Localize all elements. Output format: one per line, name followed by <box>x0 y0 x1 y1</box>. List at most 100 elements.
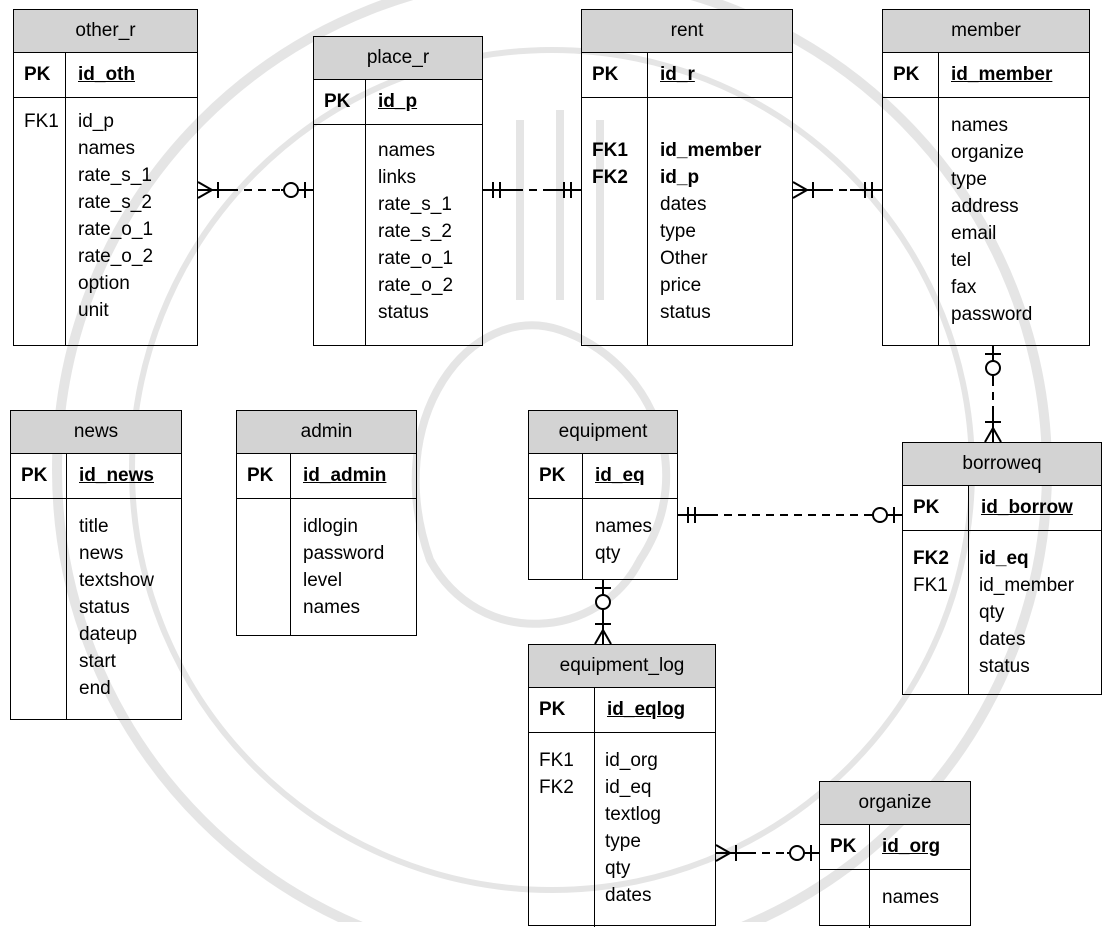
entity-title: admin <box>237 411 416 454</box>
field: names <box>303 597 361 618</box>
field: names <box>951 115 1009 136</box>
primary-key-row: PK id_eq <box>529 454 677 499</box>
field: status <box>79 597 130 618</box>
field: option <box>78 273 130 294</box>
relationship-place_r-rent <box>483 182 581 198</box>
pk-field: id_r <box>660 64 695 85</box>
field-list: id_org id_eq textlog type qty dates <box>595 733 661 927</box>
field: qty <box>979 602 1005 623</box>
field: rate_s_2 <box>378 221 452 242</box>
entity-title: equipment_log <box>529 645 715 688</box>
field: organize <box>951 142 1024 163</box>
field: type <box>660 221 696 242</box>
relationship-rent-member <box>792 181 882 199</box>
pk-label: PK <box>237 454 291 498</box>
field: rate_s_1 <box>378 194 452 215</box>
entity-other_r: other_r PK id_oth FK1 id_p names rate_s_… <box>13 9 198 346</box>
field: dates <box>605 885 652 906</box>
key-column <box>237 499 291 635</box>
field: rate_o_2 <box>78 246 154 267</box>
primary-key-row: PK id_member <box>883 53 1089 98</box>
pk-label: PK <box>529 688 595 732</box>
relationship-equipment-borroweq <box>678 507 902 523</box>
field-list: title news textshow status dateup start … <box>67 499 154 719</box>
field: status <box>660 302 711 323</box>
entity-rent: rent PK id_r FK1 FK2 id_member id_p date… <box>581 9 793 346</box>
pk-field: id_eqlog <box>607 699 686 720</box>
entity-member: member PK id_member names organize type … <box>882 9 1090 346</box>
field: rate_o_1 <box>378 248 454 269</box>
key-column: FK1 <box>14 98 66 345</box>
pk-label: PK <box>883 53 939 97</box>
pk-label: PK <box>314 80 366 124</box>
pk-label: PK <box>903 486 969 530</box>
key-column <box>529 499 583 579</box>
key-label: FK1 <box>24 111 59 132</box>
field: id_p <box>660 167 700 188</box>
field: fax <box>951 277 977 298</box>
pk-field: id_oth <box>78 64 135 85</box>
primary-key-row: PK id_p <box>314 80 482 125</box>
field-list: names organize type address email tel fa… <box>939 98 1032 345</box>
entity-title: equipment <box>529 411 677 454</box>
entity-title: organize <box>820 782 970 825</box>
field: level <box>303 570 343 591</box>
field: qty <box>595 543 621 564</box>
field-list: id_p names rate_s_1 rate_s_2 rate_o_1 ra… <box>66 98 153 345</box>
key-label: FK1 <box>539 750 574 771</box>
key-label: FK2 <box>539 777 574 798</box>
field: dates <box>660 194 707 215</box>
field: textshow <box>79 570 154 591</box>
field-list: id_member id_p dates type Other price st… <box>648 98 761 345</box>
relationship-member-borroweq <box>984 346 1002 443</box>
field: id_member <box>979 575 1075 596</box>
pk-field: id_p <box>378 91 418 112</box>
field: names <box>78 138 136 159</box>
field: id_org <box>605 750 658 771</box>
pk-label: PK <box>582 53 648 97</box>
field: rate_s_1 <box>78 165 152 186</box>
field: tel <box>951 250 972 271</box>
primary-key-row: PK id_admin <box>237 454 416 499</box>
field: address <box>951 196 1019 217</box>
entity-title: member <box>883 10 1089 53</box>
pk-label: PK <box>820 825 870 869</box>
field: type <box>605 831 641 852</box>
field: names <box>882 887 940 908</box>
primary-key-row: PK id_news <box>11 454 181 499</box>
entity-equipment_log: equipment_log PK id_eqlog FK1 FK2 id_org… <box>528 644 716 927</box>
key-column: FK1 FK2 <box>529 733 595 927</box>
key-column <box>820 870 870 928</box>
entity-title: news <box>11 411 181 454</box>
field-list: names qty <box>583 499 652 579</box>
field: type <box>951 169 987 190</box>
field: textlog <box>605 804 661 825</box>
entity-admin: admin PK id_admin idlogin password level… <box>236 410 417 636</box>
field: idlogin <box>303 516 358 537</box>
key-column <box>314 125 366 345</box>
field: password <box>303 543 385 564</box>
entity-equipment: equipment PK id_eq names qty <box>528 410 678 580</box>
field: end <box>79 678 111 699</box>
field: id_member <box>660 140 762 161</box>
key-label: FK1 <box>913 575 948 596</box>
key-column: FK2 FK1 <box>903 531 969 694</box>
key-column <box>11 499 67 719</box>
entity-borroweq: borroweq PK id_borrow FK2 FK1 id_eq id_m… <box>902 442 1102 695</box>
field: rate_o_2 <box>378 275 454 296</box>
pk-field: id_org <box>882 836 941 857</box>
pk-label: PK <box>529 454 583 498</box>
field: news <box>79 543 124 564</box>
key-label: FK1 <box>592 140 628 161</box>
field: password <box>951 304 1033 325</box>
pk-label: PK <box>11 454 67 498</box>
field: rate_o_1 <box>78 219 154 240</box>
pk-field: id_eq <box>595 465 645 486</box>
field: id_eq <box>605 777 652 798</box>
key-column <box>883 98 939 345</box>
field: status <box>979 656 1030 677</box>
field: email <box>951 223 997 244</box>
key-label: FK2 <box>913 548 949 569</box>
field: start <box>79 651 116 672</box>
